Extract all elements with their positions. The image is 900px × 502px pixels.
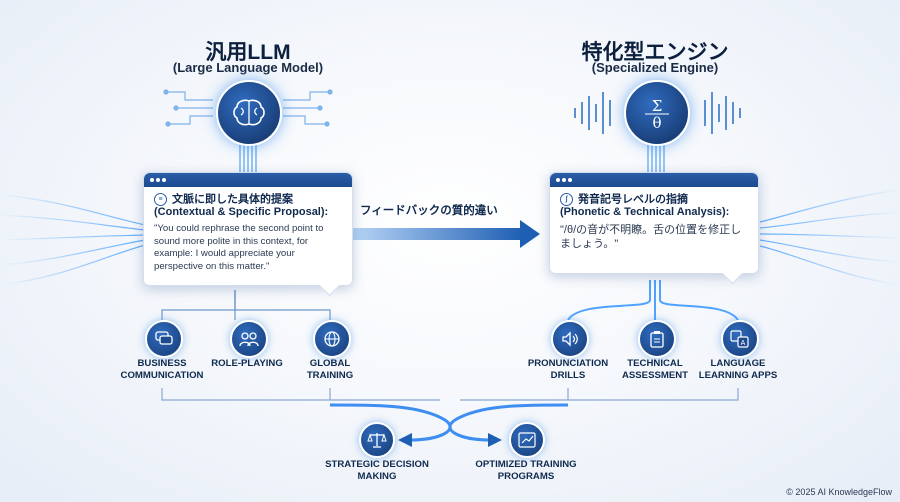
use-technical-assessment: TECHNICAL ASSESSMENT — [621, 358, 689, 381]
speaker-icon — [551, 320, 589, 358]
engine-title: 特化型エンジン — [581, 41, 729, 64]
outcome-optimized-training-programs: OPTIMIZED TRAINING PROGRAMS — [475, 459, 577, 482]
svg-text:A: A — [741, 340, 746, 347]
globe-icon — [313, 320, 351, 358]
use-business-communication: BUSINESS COMMUNICATION — [120, 358, 204, 381]
chat-icon — [145, 320, 183, 358]
llm-feedback-card: ≡ 文脈に即した具体的提案 (Contextual & Specific Prop… — [143, 172, 353, 297]
brain-icon — [216, 80, 282, 146]
arrow-label: フィードバックの質的違い — [360, 205, 498, 217]
scale-icon — [359, 422, 395, 458]
engine-card-heading-jp: 発音記号レベルの指摘 — [578, 193, 688, 206]
card-titlebar — [144, 173, 352, 187]
chart-icon — [509, 422, 545, 458]
use-language-learning-apps: LANGUAGE LEARNING APPS — [698, 358, 778, 381]
engine-card-heading-en: (Phonetic & Technical Analysis): — [560, 206, 730, 219]
use-global-training: GLOBAL TRAINING — [306, 358, 354, 381]
sigma-theta-icon: Σ θ — [624, 80, 690, 146]
use-role-playing: ROLE-PLAYING — [211, 358, 283, 369]
llm-title: 汎用LLM — [205, 41, 291, 64]
translate-icon: A — [721, 320, 759, 358]
people-icon — [230, 320, 268, 358]
use-pronunciation-drills: PRONUNCIATION DRILLS — [527, 358, 609, 381]
engine-feedback-card: ʃ 発音記号レベルの指摘 (Phonetic & Technical Analys… — [549, 172, 759, 285]
llm-card-text: "You could rephrase the second point to … — [154, 223, 324, 272]
phonetic-icon: ʃ — [560, 193, 573, 206]
engine-subtitle: (Specialized Engine) — [591, 60, 719, 75]
clipboard-icon — [638, 320, 676, 358]
llm-card-heading-en: (Contextual & Specific Proposal): — [154, 206, 329, 219]
svg-text:Σ: Σ — [652, 97, 663, 115]
copyright: © 2025 AI KnowledgeFlow — [786, 487, 892, 497]
card-titlebar — [550, 173, 758, 187]
outcome-strategic-decision-making: STRATEGIC DECISION MAKING — [325, 459, 429, 482]
llm-card-heading-jp: 文脈に即した具体的提案 — [172, 193, 293, 206]
comment-icon: ≡ — [154, 193, 167, 206]
svg-text:θ: θ — [652, 114, 661, 132]
engine-card-text: "/θ/の音が不明瞭。舌の位置を修正しましょう。" — [560, 224, 742, 251]
llm-subtitle: (Large Language Model) — [172, 60, 324, 75]
